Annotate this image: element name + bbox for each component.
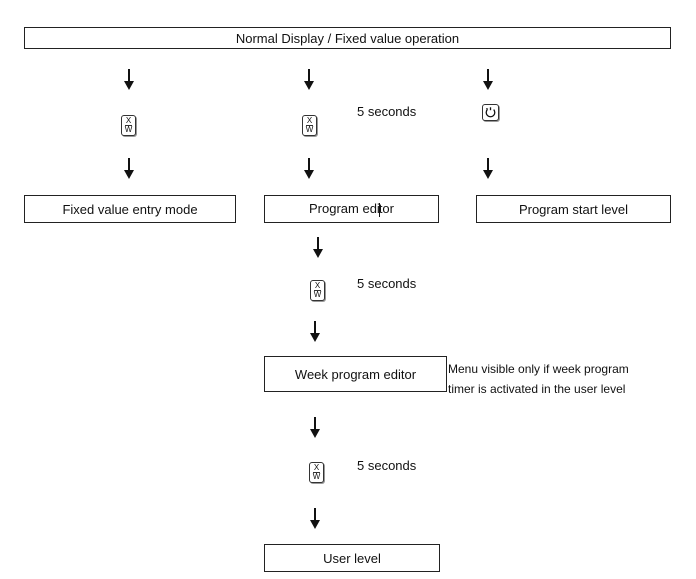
arrow-down-icon: [303, 158, 315, 180]
note-line: Menu visible only if week program: [448, 362, 629, 376]
arrow-down-icon: [312, 237, 324, 259]
fixed-value-entry-box: Fixed value entry mode: [24, 195, 236, 223]
fixed-value-entry-label: Fixed value entry mode: [62, 201, 198, 217]
restart-icon: [485, 107, 496, 118]
week-program-editor-box: Week program editor: [264, 356, 447, 392]
note-line: timer is activated in the user level: [448, 382, 626, 396]
arrow-down-icon: [123, 158, 135, 180]
normal-display-label: Normal Display / Fixed value operation: [235, 30, 460, 46]
arrow-down-icon: [303, 69, 315, 91]
arrow-down-icon: [309, 417, 321, 439]
normal-display-box: Normal Display / Fixed value operation: [24, 27, 671, 49]
user-level-label: User level: [323, 550, 381, 566]
arrow-down-icon: [309, 321, 321, 343]
arrow-down-icon: [309, 508, 321, 530]
program-editor-box: Program editor: [264, 195, 439, 223]
program-start-level-box: Program start level: [476, 195, 671, 223]
arrow-down-icon: [482, 158, 494, 180]
program-start-key-icon: [482, 104, 499, 121]
arrow-down-icon: [123, 69, 135, 91]
arrow-down-icon: [482, 69, 494, 91]
week-program-editor-label: Week program editor: [294, 366, 417, 382]
program-editor-label: Program editor: [309, 201, 394, 217]
week-program-note: Menu visible only if week program timer …: [448, 359, 629, 399]
user-level-box: User level: [264, 544, 440, 572]
delay-label: 5 seconds: [357, 104, 417, 119]
program-start-level-label: Program start level: [518, 201, 629, 217]
delay-label: 5 seconds: [357, 276, 417, 291]
delay-label: 5 seconds: [357, 458, 417, 473]
